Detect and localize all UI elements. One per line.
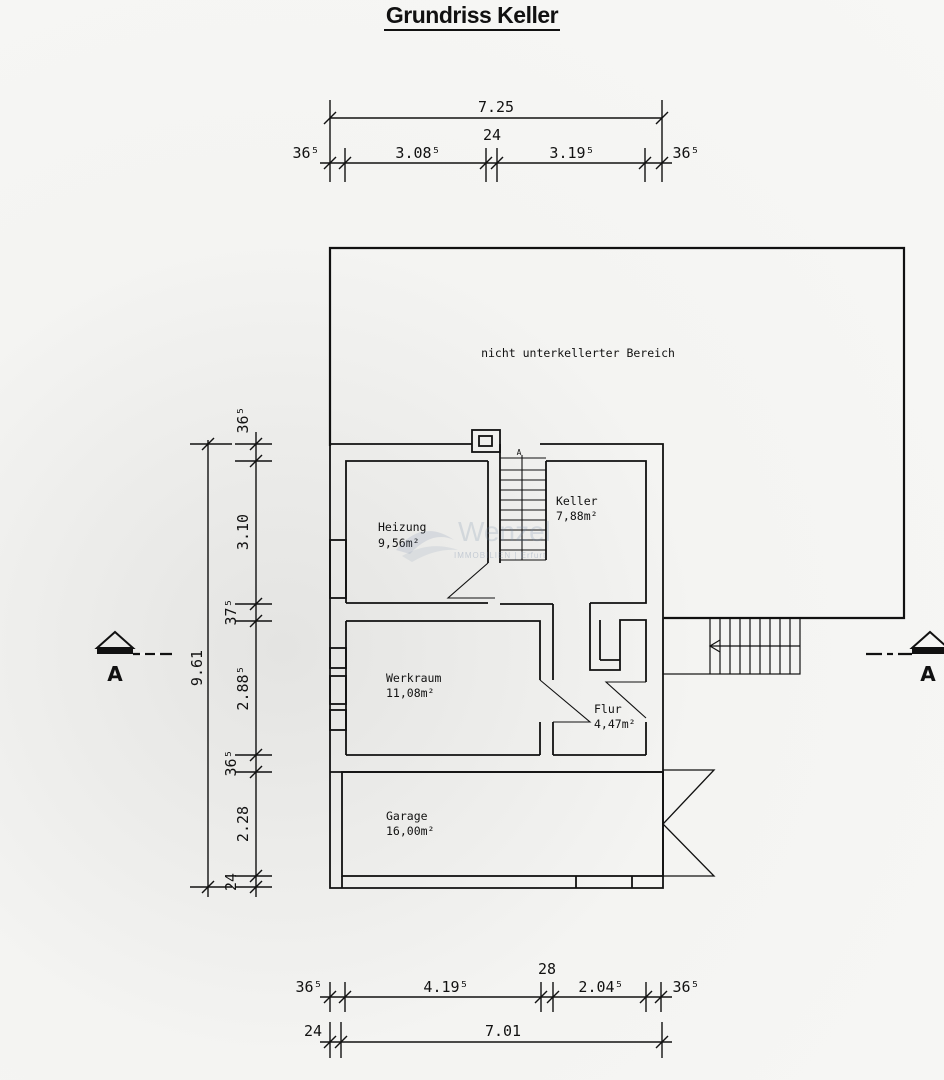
room-area-werkraum: 11,08m² [386,686,434,700]
dim-left-wall-bottom: 24 [222,873,240,891]
stair-marker: A [517,448,522,457]
dim-bottom-room-left: 4.19⁵ [423,978,468,996]
room-name-flur: Flur [594,702,622,716]
dim-bottom-wall-left: 36⁵ [295,978,322,996]
watermark-subtitle: IMMOBILIEN | Erfurt [454,551,547,560]
dim-left-wall-2: 37⁵ [222,598,240,625]
dim-top-total: 7.25 [478,98,514,116]
door-swings [446,562,647,723]
plan-title: Grundriss Keller [0,2,944,31]
room-name-werkraum: Werkraum [386,671,441,685]
dim-bottom2-total: 7.01 [485,1022,521,1040]
unexcavated-label: nicht unterkellerter Bereich [481,346,675,360]
dim-bottom-wall-right: 36⁵ [672,978,699,996]
outside-stairs [662,617,801,675]
room-area-flur: 4,47m² [594,717,636,731]
dim-top-room-right: 3.19⁵ [549,144,594,162]
garage-door [662,769,716,877]
dim-left-wall-top: 36⁵ [234,406,252,433]
section-label-right: A [920,662,936,686]
watermark-name: Wenzel [458,516,551,547]
room-area-keller: 7,88m² [556,509,598,523]
left-dimension-lines [190,432,272,897]
dim-bottom-wall-mid: 28 [538,960,556,978]
unexcavated-outline [328,246,906,620]
dim-left-garage: 2.28 [234,806,252,842]
watermark-logo-icon [396,531,458,562]
room-name-heizung: Heizung [378,520,426,534]
dim-left-total: 9.61 [188,650,206,686]
room-name-garage: Garage [386,809,428,823]
section-label-left: A [107,662,123,686]
dim-bottom2-wall-left: 24 [304,1022,322,1040]
section-marker-left [94,630,172,656]
dim-left-heizung: 3.10 [234,514,252,550]
inner-stairs [500,455,546,561]
dim-top-wall-right: 36⁵ [672,144,699,162]
section-marker-right [866,630,944,656]
room-name-keller: Keller [556,494,598,508]
dim-top-room-left: 3.08⁵ [395,144,440,162]
dim-top-wall-left: 36⁵ [292,144,319,162]
top-dimension-lines [320,100,672,182]
bottom-dimension-lines [320,982,672,1058]
room-area-heizung: 9,56m² [378,536,420,550]
dim-top-wall-mid: 24 [483,126,501,144]
dim-left-werkraum: 2.88⁵ [234,665,252,710]
cellar-walls [329,429,664,889]
dim-bottom-room-right: 2.04⁵ [578,978,623,996]
dim-left-wall-3: 36⁵ [222,749,240,776]
room-area-garage: 16,00m² [386,824,434,838]
